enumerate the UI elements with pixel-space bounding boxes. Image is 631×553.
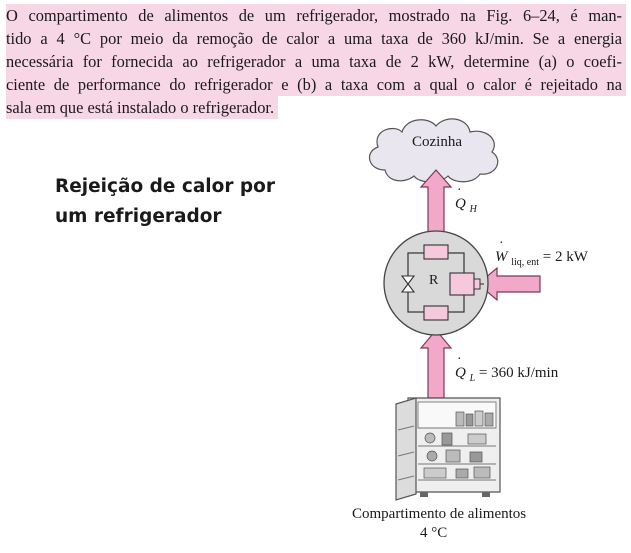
kitchen-label: Cozinha bbox=[412, 134, 462, 150]
problem-line-2: tido a 4 °C por meio da remoção de calor… bbox=[6, 27, 626, 50]
problem-line-4: ciente de performance do refrigerador e … bbox=[6, 73, 626, 96]
compartment-label: Compartimento de alimentos bbox=[352, 506, 527, 522]
caption-line-2: um refrigerador bbox=[55, 206, 222, 227]
refrigeration-cycle bbox=[383, 230, 489, 336]
work-label: · W liq, ent = 2 kW bbox=[495, 236, 588, 268]
ql-label: · Q L = 360 kJ/min bbox=[455, 352, 559, 384]
refrigerator-symbol: R bbox=[429, 273, 439, 288]
ql-arrow bbox=[419, 329, 453, 399]
figure-caption: Rejeição de calor por um refrigerador bbox=[55, 172, 275, 232]
problem-line-3: necessária for fornecida ao refrigerador… bbox=[6, 50, 626, 73]
compartment-temperature: 4 °C bbox=[420, 525, 448, 541]
qh-label: · Q H bbox=[455, 183, 477, 215]
problem-line-5: sala em que está instalado o refrigerado… bbox=[6, 96, 279, 119]
qh-arrow bbox=[419, 169, 453, 233]
caption-line-1: Rejeição de calor por bbox=[55, 176, 275, 197]
problem-line-1: O compartimento de alimentos de um refri… bbox=[6, 4, 626, 27]
refrigerator-icon bbox=[395, 397, 501, 501]
